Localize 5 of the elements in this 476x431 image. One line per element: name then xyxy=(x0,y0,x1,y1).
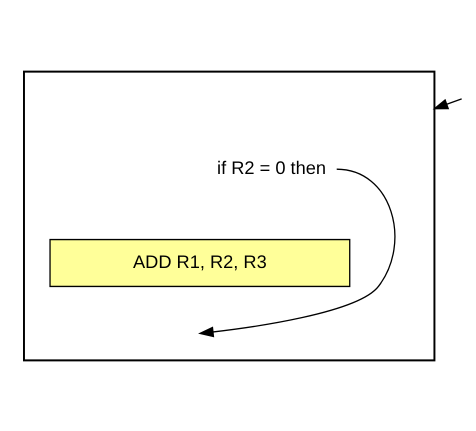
node-box: ADD R1, R2, R3 xyxy=(49,238,350,287)
arrow xyxy=(198,168,396,337)
node-text: if R2 = 0 then xyxy=(217,156,326,178)
arrow xyxy=(432,98,462,109)
cluster xyxy=(23,70,436,361)
